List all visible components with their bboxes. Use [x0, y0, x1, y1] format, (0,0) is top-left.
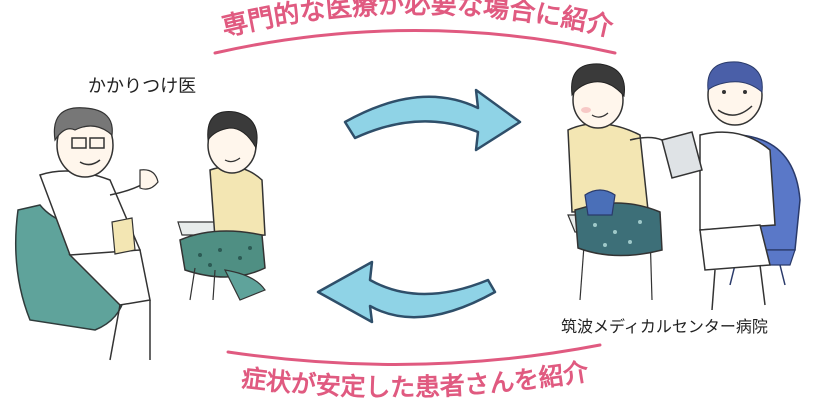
patient-sweater — [567, 122, 649, 213]
hospital-illustration — [567, 61, 801, 311]
doctor-notebook — [111, 217, 136, 255]
patient-handbag — [584, 189, 616, 216]
family-doctor-illustration — [14, 107, 266, 361]
top-caption: 専門的な医療が必要な場合に紹介 — [213, 0, 617, 55]
top-caption-underline — [213, 29, 617, 55]
hospital-tablet — [661, 131, 703, 179]
family-doctor-label: かかりつけ医 — [88, 76, 197, 97]
referral-arrow-right — [343, 88, 522, 152]
bottom-caption: 症状が安定した患者さんを紹介 — [226, 343, 602, 402]
top-caption-text: 専門的な医療が必要な場合に紹介 — [219, 0, 617, 43]
svg-text:専門的な医療が必要な場合に紹介: 専門的な医療が必要な場合に紹介 — [219, 0, 617, 43]
bottom-caption-underline — [226, 343, 602, 366]
hospital-label: 筑波メディカルセンター病院 — [561, 317, 768, 336]
patient-skirt-left — [179, 230, 266, 278]
referral-arrow-left — [316, 260, 497, 324]
